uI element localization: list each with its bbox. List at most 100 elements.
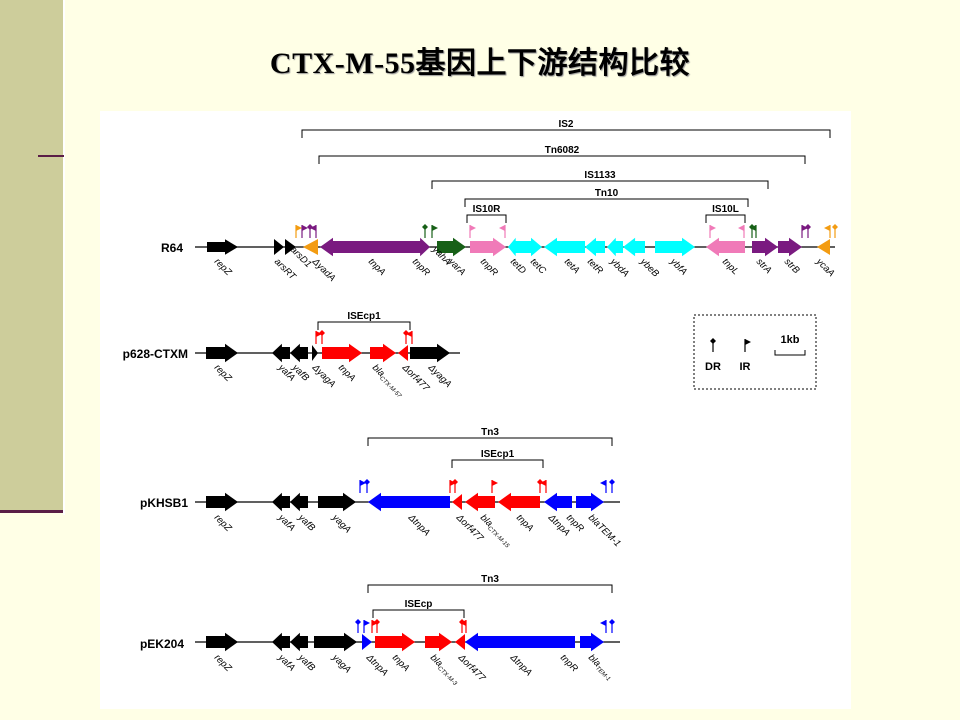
label-p628-bla-subscript: CTX-M-57 bbox=[378, 376, 402, 400]
gene-r64-tetR bbox=[585, 237, 605, 257]
label-r64-tetC: tetC bbox=[528, 256, 548, 276]
label-p628-yagA: ΔyagA bbox=[309, 362, 337, 390]
ir-pkhsb1-4 bbox=[540, 480, 546, 486]
bracket-pkhsb1-tn3-label: Tn3 bbox=[481, 427, 499, 438]
ir-r64-8 bbox=[738, 225, 744, 231]
left-band-gap bbox=[0, 512, 64, 720]
label-pkhsb1-yafB: yafB bbox=[295, 512, 317, 534]
ir-r64-11 bbox=[824, 225, 830, 231]
gene-pkhsb1-tnpA bbox=[498, 492, 540, 512]
ir-r64-5 bbox=[470, 225, 476, 231]
gene-pek204-tnpR bbox=[580, 632, 604, 652]
gene-pkhsb1-repZ bbox=[206, 492, 238, 512]
gene-r64-arsRT-2 bbox=[285, 239, 296, 255]
dr-r64-5 bbox=[832, 224, 838, 230]
label-pek204-dtnpA: ΔtnpA bbox=[363, 652, 390, 679]
label-r64-ybeB: ybeB bbox=[637, 256, 661, 280]
gene-p628-yagA2 bbox=[410, 343, 450, 363]
label-pek204-yagA: yagA bbox=[329, 652, 353, 676]
dr-p628-1 bbox=[319, 330, 325, 336]
dr-r64-2 bbox=[422, 224, 428, 230]
label-pkhsb1-yagA: yagA bbox=[329, 512, 353, 536]
gene-pek204-dtnpA bbox=[362, 634, 372, 650]
gene-pek204-yafA bbox=[272, 632, 290, 652]
ir-pek204-3 bbox=[460, 620, 466, 626]
gene-r64-strB bbox=[778, 237, 802, 257]
label-pek204-tnpA: tnpA bbox=[390, 652, 412, 674]
gene-pkhsb1-tnpR bbox=[576, 492, 604, 512]
gene-r64-tnpR2 bbox=[470, 237, 506, 257]
ir-r64-9 bbox=[750, 225, 756, 231]
ir-r64-7 bbox=[710, 225, 716, 231]
bracket-pek204-isecp-label: ISEcp bbox=[405, 599, 433, 610]
bracket-tn6082 bbox=[318, 155, 806, 164]
ir-r64-10 bbox=[802, 225, 808, 231]
label-p628-repZ: repZ bbox=[212, 362, 234, 384]
slide-title: CTX-M-55基因上下游结构比较 bbox=[269, 47, 691, 80]
ir-r64-6 bbox=[499, 225, 505, 231]
gene-pek204-yagA bbox=[314, 632, 357, 652]
decor-vertical-line bbox=[63, 0, 65, 515]
bracket-pek204-tn3-label: Tn3 bbox=[481, 574, 499, 585]
gene-pkhsb1-yafA bbox=[272, 492, 290, 512]
label-r64-repZ: repZ bbox=[212, 256, 234, 278]
gene-pkhsb1-yafB bbox=[290, 492, 308, 512]
label-pkhsb1-bla: blaCTX-M-15 bbox=[477, 512, 514, 549]
row-label-pek204: pEK204 bbox=[140, 637, 184, 651]
bracket-is2-label: IS2 bbox=[558, 119, 573, 130]
label-pek204-repZ: repZ bbox=[212, 652, 234, 674]
label-r64-strB: strB bbox=[782, 256, 802, 276]
dr-pkhsb1-1 bbox=[364, 479, 370, 485]
ir-pek204-4 bbox=[600, 620, 606, 626]
bracket-pek204-tn3 bbox=[367, 584, 613, 593]
bracket-tn10-label: Tn10 bbox=[595, 188, 619, 199]
bracket-tn6082-label: Tn6082 bbox=[545, 145, 580, 156]
gene-p628-tnpA bbox=[322, 343, 362, 363]
label-r64-ycaA: ycaA bbox=[813, 256, 836, 279]
ir-pek204-1 bbox=[364, 620, 370, 626]
row-label-r64: R64 bbox=[161, 241, 183, 255]
gene-p628-yafA bbox=[272, 343, 290, 363]
label-pkhsb1-tnpA: tnpA bbox=[514, 512, 536, 534]
dr-pek204-4 bbox=[609, 619, 615, 625]
bracket-is2 bbox=[301, 129, 831, 138]
gene-r64-tnpR bbox=[412, 237, 430, 257]
gene-pek204-dtnpA2 bbox=[465, 632, 575, 652]
gene-r64-arsD1 bbox=[303, 239, 318, 255]
gene-pkhsb1-orf477 bbox=[452, 494, 462, 510]
gene-p628-yafB bbox=[290, 343, 308, 363]
bracket-is10r-label: IS10R bbox=[473, 204, 502, 215]
label-r64-tnpR: tnpR bbox=[410, 256, 432, 278]
label-pek204-blaTEM: blaTEM-1 bbox=[585, 652, 615, 682]
bracket-is1133 bbox=[431, 180, 769, 189]
label-pek204-yafB: yafB bbox=[295, 652, 317, 674]
gene-p628-yagA bbox=[312, 345, 318, 361]
gene-pkhsb1-yagA bbox=[318, 492, 356, 512]
bracket-pkhsb1-tn3 bbox=[367, 437, 613, 446]
legend-scale-label: 1kb bbox=[781, 334, 800, 346]
label-pkhsb1-bla-subscript: CTX-M-15 bbox=[486, 526, 510, 550]
dr-pkhsb1-4 bbox=[609, 479, 615, 485]
gene-pek204-bla bbox=[425, 632, 452, 652]
label-p628-tnpA: tnpA bbox=[336, 362, 358, 384]
gene-r64-yarA bbox=[437, 237, 466, 257]
label-r64-arsRT: arsRT bbox=[272, 256, 299, 283]
legend-scale-bar bbox=[774, 350, 806, 356]
gene-r64-tetC bbox=[522, 237, 542, 257]
ir-p628-2 bbox=[406, 331, 412, 337]
dr-pkhsb1-2 bbox=[452, 479, 458, 485]
dr-r64-4 bbox=[805, 224, 811, 230]
gene-pek204-repZ bbox=[206, 632, 238, 652]
label-pek204-blaTEM-subscript: TEM-1 bbox=[594, 666, 611, 683]
label-pkhsb1-yafA: yafA bbox=[275, 512, 297, 534]
label-pek204-orf477: Δorf477 bbox=[455, 652, 488, 685]
label-pek204-tnpR: tnpR bbox=[558, 652, 580, 674]
label-pkhsb1-blaTEM: blaTEM-1 bbox=[586, 512, 623, 549]
label-r64-ybfA: ybfA bbox=[667, 256, 689, 278]
label-pkhsb1-dtnpA: ΔtnpA bbox=[405, 512, 432, 539]
gene-p628-bla bbox=[370, 343, 396, 363]
gene-r64-repZ bbox=[207, 239, 238, 255]
legend-box bbox=[693, 314, 817, 390]
label-r64-strA: strA bbox=[754, 256, 774, 276]
gene-pek204-yafB bbox=[290, 632, 308, 652]
